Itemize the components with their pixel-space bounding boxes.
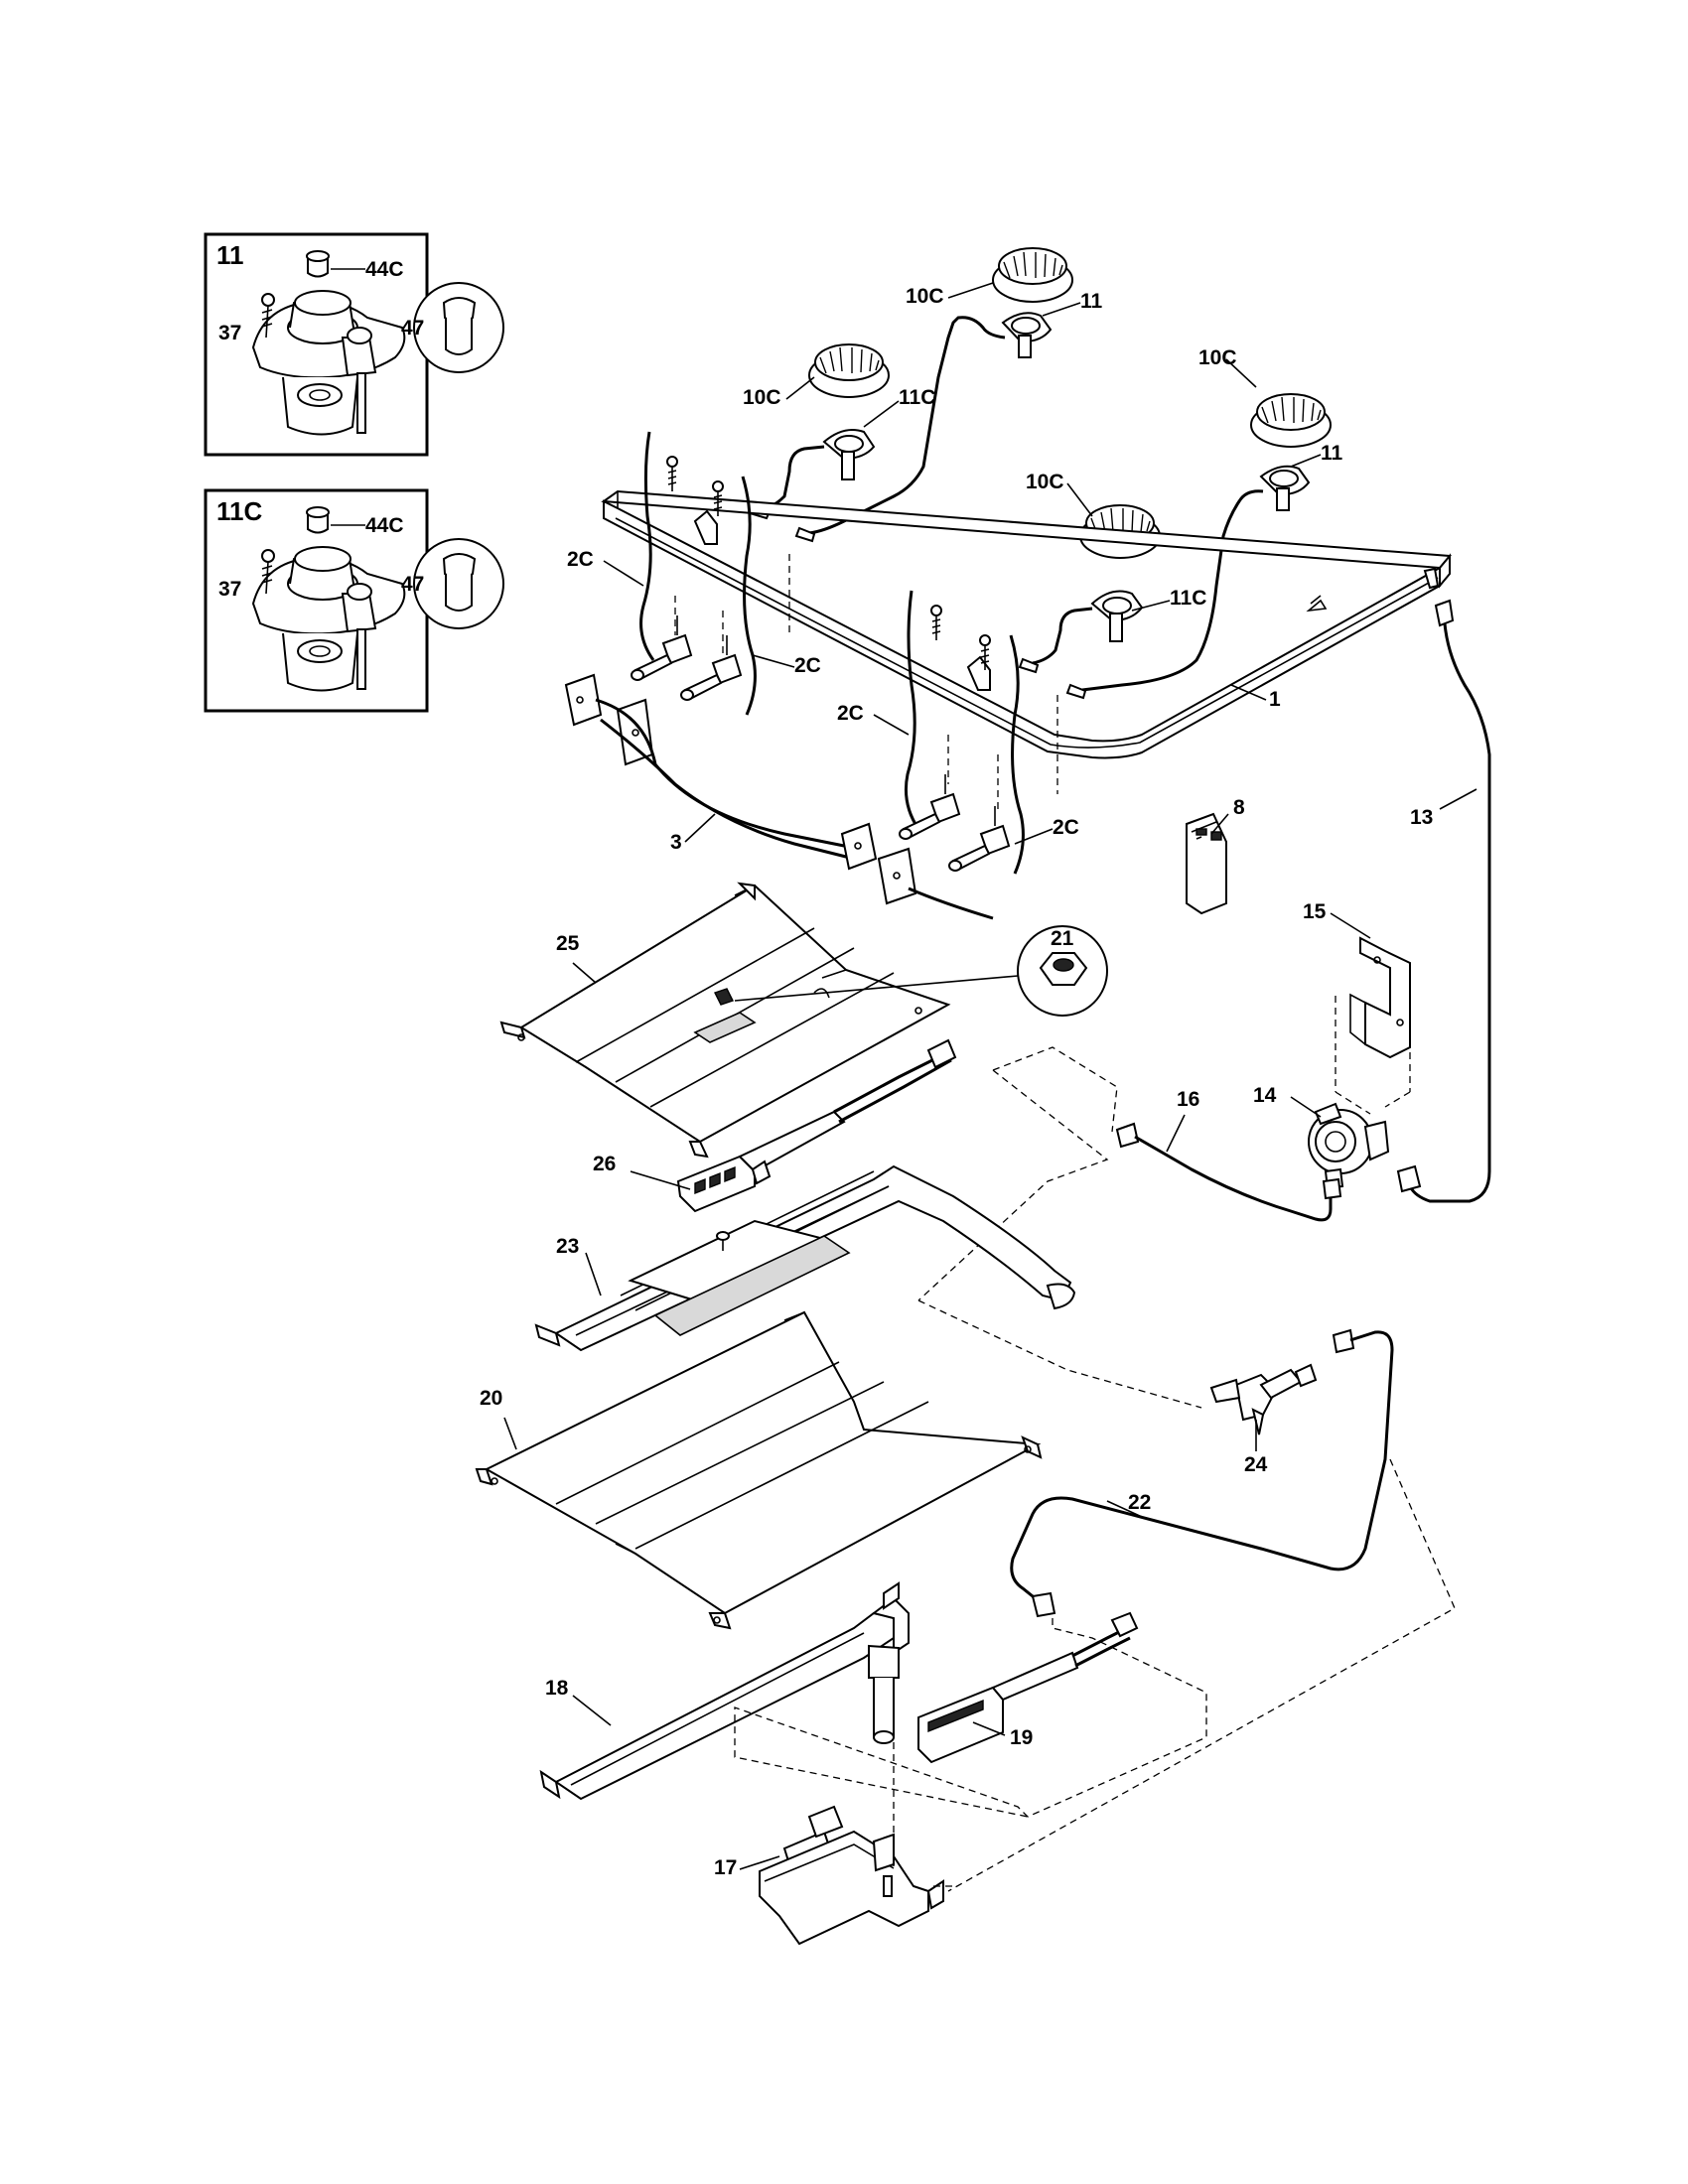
alignment-lines-top [674,554,1058,814]
valve-1 [631,615,693,681]
spark-wires-2c [639,431,1025,875]
inset-label-47: 47 [401,317,425,340]
orifice-holder-24 [1209,1363,1318,1435]
label-26: 26 [593,1153,617,1175]
label-2c-a: 2C [567,548,594,571]
label-3: 3 [670,831,682,854]
ignitor-19 [917,1611,1139,1764]
alignment-16 [992,1046,1118,1133]
inset-burner-11 [204,232,504,457]
label-11-a: 11 [1080,290,1103,313]
inset-label-44c-b: 44C [365,514,404,537]
manifold-screws [666,456,991,670]
inset-title-11c: 11C [216,496,263,526]
label-11c-d: 11C [1170,587,1207,610]
oven-valve-17 [759,1805,944,1946]
label-1: 1 [1269,688,1281,711]
inset-label-44c: 44C [365,258,404,281]
tube-13 [1396,599,1491,1203]
ignitor-26 [676,1038,957,1213]
label-10c-b: 10C [743,386,781,409]
burner-head-back-right [992,247,1073,303]
inset-label-47-b: 47 [401,573,425,596]
label-16: 16 [1177,1088,1200,1111]
label-2c-b: 2C [794,654,821,677]
valve-2 [680,635,743,701]
inset-label-37: 37 [218,322,242,344]
alignment-23-24 [917,1299,1202,1409]
label-22: 22 [1128,1491,1152,1514]
label-8: 8 [1233,796,1245,819]
spark-module-8 [1186,812,1227,915]
heat-shield-20 [475,1310,1043,1630]
inset-title-11: 11 [216,240,244,270]
bake-burner-18 [539,1581,910,1801]
label-11-c: 11 [1321,442,1343,465]
alignment-lines-bottom [734,1458,1456,1892]
label-13: 13 [1410,806,1434,829]
label-10c-d: 10C [1198,346,1237,369]
burner-head-back-left [808,343,890,398]
valve-rail-3 [564,673,994,920]
burner-bases-group [748,312,1311,700]
gas-valves [631,615,1011,872]
label-10c-a: 10C [906,285,944,308]
burner-head-front-right [1250,393,1332,448]
label-14: 14 [1253,1084,1277,1107]
label-15: 15 [1303,900,1327,923]
bracket-15 [1335,936,1411,1115]
label-25: 25 [556,932,580,955]
tube-16 [1115,1122,1342,1222]
tube-22 [1010,1328,1394,1618]
label-19: 19 [1010,1726,1034,1749]
leader-lines [503,282,1477,1870]
heat-shield-25 [499,882,951,1159]
label-2c-c: 2C [837,702,864,725]
inset-burner-11c [204,488,504,713]
label-18: 18 [545,1677,569,1700]
label-21: 21 [1051,927,1074,950]
label-10c-c: 10C [1026,471,1064,493]
broil-burner-23 [534,1164,1076,1352]
label-11c-b: 11C [899,386,936,409]
label-17: 17 [714,1856,738,1879]
label-23: 23 [556,1235,580,1258]
inset-label-37-b: 37 [218,578,242,601]
label-24: 24 [1244,1453,1268,1476]
manifold-1 [601,489,1453,759]
alignment-16b [917,1069,1109,1301]
valve-3 [899,774,961,840]
valve-4 [948,806,1011,872]
pressure-regulator-14 [1308,1102,1390,1190]
label-2c-d: 2C [1053,816,1079,839]
nut-21-callout [714,925,1108,1017]
label-20: 20 [480,1387,503,1410]
